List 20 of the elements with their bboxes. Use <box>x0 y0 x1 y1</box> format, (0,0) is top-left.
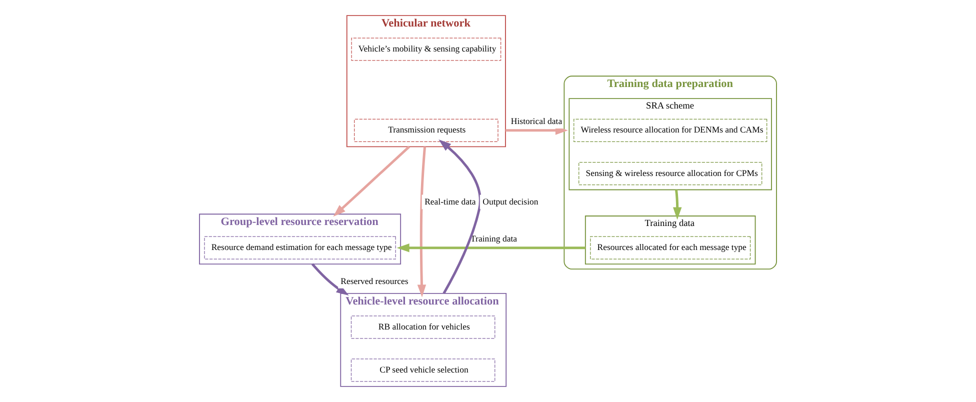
arrow <box>672 190 682 220</box>
node-box: Sensing & wireless resource allocation for CPMs <box>578 162 762 186</box>
edge-label: Historical data <box>510 116 562 126</box>
arrow <box>438 139 482 294</box>
edge-label: Reserved resources <box>340 276 408 286</box>
arrow <box>311 263 349 296</box>
node-box: Transmission requests <box>354 118 498 142</box>
edge-label: Output decision <box>482 196 538 207</box>
node-box: Vehicle’s mobility & sensing capability <box>351 38 502 61</box>
arrow <box>417 146 426 298</box>
arrow <box>333 146 410 217</box>
arrow <box>396 243 586 252</box>
arrow <box>505 126 568 135</box>
node-box: CP seed vehicle selection <box>350 358 496 382</box>
node-box: Resources allocated for each message type <box>590 236 751 260</box>
edge-label: Training data <box>470 233 518 244</box>
node-box: RB allocation for vehicles <box>350 316 496 339</box>
node-box: Resource demand estimation for each message type <box>204 236 396 260</box>
node-box: Wireless resource allocation for DENMs and CAMs <box>574 118 768 142</box>
edge-label: Real-time data <box>424 196 476 207</box>
